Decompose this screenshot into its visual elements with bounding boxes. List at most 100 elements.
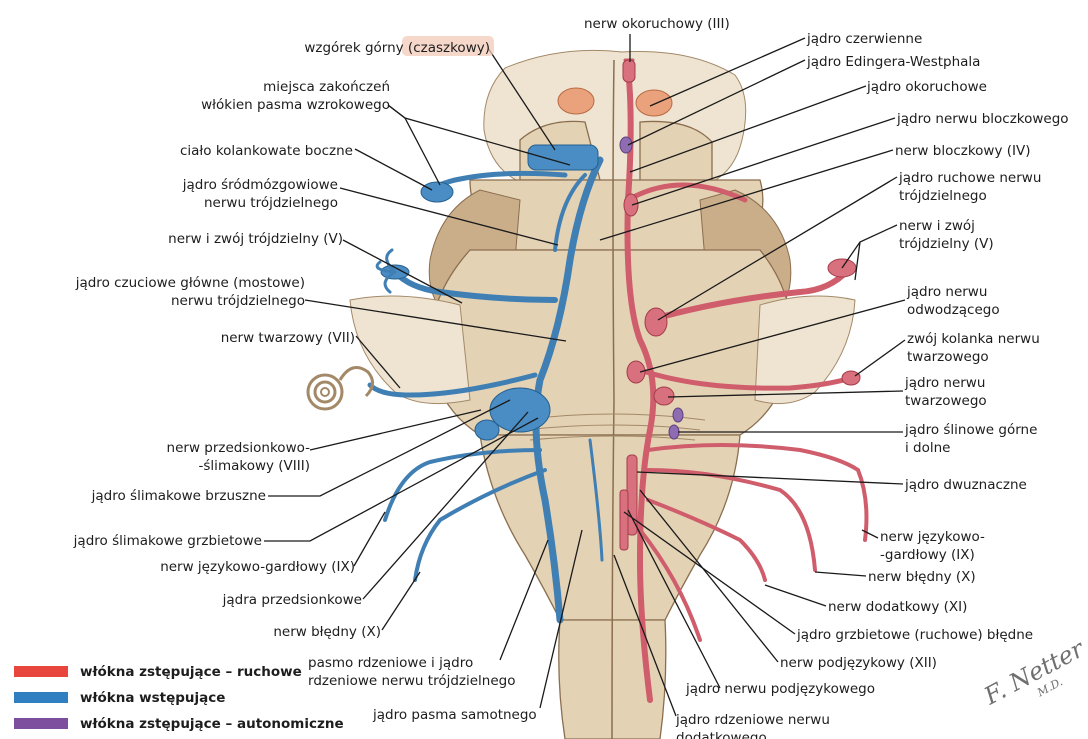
oculomotor-nerve-stump: [622, 59, 636, 83]
facial-nerve-path: [637, 367, 861, 391]
label-jadro-pasma-samotnego: jądro pasma samotnego: [372, 707, 537, 723]
leader-nerw-twarzowy: [355, 335, 401, 389]
label-nerw-zwoj-trojdzielny-l-line-1: nerw i zwój trójdzielny (V): [168, 231, 343, 247]
label-jadro-bloczkowego: jądro nerwu bloczkowego: [896, 111, 1069, 127]
label-nerw-dodatkowy-line-1: nerw dodatkowy (XI): [828, 599, 967, 615]
ventral-cochlear-nucleus: [474, 419, 500, 441]
label-jadro-nerwu-podjezykowego-line-1: jądro nerwu podjęzykowego: [685, 681, 875, 697]
label-jadro-nerwu-podjezykowego: jądro nerwu podjęzykowego: [685, 681, 875, 697]
label-jadro-grzbietowe-bledne: jądro grzbietowe (ruchowe) błędne: [796, 627, 1033, 643]
label-zwoj-kolanka-line-1: zwój kolanka nerwu: [907, 331, 1040, 347]
label-jadro-slimakowe-grzbietowe-line-1: jądro ślimakowe grzbietowe: [73, 533, 262, 549]
accessory-path: [646, 498, 767, 582]
facial-motor-nucleus: [653, 386, 675, 406]
legend-sensory-label: włókna wstępujące: [80, 690, 225, 706]
label-jadro-pasma-samotnego-line-1: jądro pasma samotnego: [372, 707, 537, 723]
label-jadro-slimakowe-grzbietowe: jądro ślimakowe grzbietowe: [73, 533, 262, 549]
label-nerw-jezykowo-r: nerw językowo- -gardłowy (IX): [880, 529, 985, 563]
label-nerw-bledny-l: nerw błędny (X): [273, 624, 381, 640]
vagus-path: [646, 468, 817, 572]
label-jadro-slinowe-line-2: i dolne: [905, 440, 950, 456]
label-jadro-edingera-line-1: jądro Edingera-Westphala: [806, 54, 980, 70]
label-cialo-kolankowate-line-1: ciało kolankowate boczne: [180, 143, 353, 159]
vestibular-nuclei: [489, 387, 551, 433]
leader-wzgorek-gorny: [487, 47, 556, 151]
label-nerw-bledny-r-line-1: nerw błędny (X): [868, 569, 976, 585]
medulla: [479, 434, 741, 621]
solitary-tract: [588, 438, 604, 562]
cochlea-outer: [306, 373, 344, 411]
legend-sensory-swatch: [14, 692, 68, 703]
leader-jadro-okoruchowe: [629, 85, 867, 173]
label-highlight: [402, 36, 494, 56]
cochlea-middle: [313, 380, 337, 404]
left-cerebellar-peduncle: [349, 295, 471, 405]
label-nerw-jezykowo-l-line-1: nerw językowo-gardłowy (IX): [160, 559, 355, 575]
label-jadro-czerwienne-line-1: jądro czerwienne: [806, 31, 922, 47]
label-jadro-grzbietowe-bledne-line-1: jądro grzbietowe (ruchowe) błędne: [796, 627, 1033, 643]
label-nerw-podjezykowy-line-1: nerw podjęzykowy (XII): [780, 655, 937, 671]
label-pasmo-rdzeniowe: pasmo rdzeniowe i jądro rdzeniowe nerwu t…: [308, 655, 516, 689]
label-jadro-twarzowego-line-2: twarzowego: [905, 393, 987, 409]
leader-pasmo-rdzeniowe: [499, 539, 549, 661]
abducens-nucleus: [626, 360, 646, 384]
legend-motor-swatch: [14, 666, 68, 677]
trochlear-nucleus: [623, 193, 639, 217]
edinger-westphal-nucleus: [619, 136, 633, 154]
leader-nerw-bledny-r: [814, 571, 867, 577]
label-nerw-dodatkowy: nerw dodatkowy (XI): [828, 599, 967, 615]
label-nerw-przedsionkowo-line-2: -ślimakowy (VIII): [199, 458, 310, 474]
label-cialo-kolankowate: ciało kolankowate boczne: [180, 143, 353, 159]
cochlea-inner: [320, 387, 330, 397]
leader-nerw-bledny-l: [381, 571, 421, 631]
leader-jadro-ruchowe-trojdzielnego: [657, 176, 898, 321]
leader-jadro-grzbietowe-bledne: [623, 511, 796, 635]
label-jadro-okoruchowe: jądro okoruchowe: [866, 79, 987, 95]
label-nerw-bloczkowy: nerw bloczkowy (IV): [895, 143, 1031, 159]
label-nerw-okoruchowy: nerw okoruchowy (III): [584, 16, 730, 32]
label-nerw-okoruchowy-line-1: nerw okoruchowy (III): [584, 16, 730, 32]
label-jadra-przedsionkowe: jądra przedsionkowe: [222, 592, 362, 608]
label-nerw-zwoj-trojdzielny-r-line-1: nerw i zwój: [899, 218, 975, 234]
motor-column: [624, 59, 657, 703]
geniculate-ganglion: [841, 370, 861, 386]
leader-lines: [264, 34, 906, 717]
leader-jadro-czuciowe: [304, 299, 567, 342]
glossopharyngeal-sensory: [383, 448, 542, 522]
leader-nerw-zwoj-trojdzielny-l: [342, 239, 463, 304]
leader-nerw-jezykowo-r: [861, 529, 879, 539]
leader-nerw-bloczkowy: [599, 149, 894, 241]
label-nerw-jezykowo-r-line-2: -gardłowy (IX): [880, 547, 975, 563]
label-pasmo-rdzeniowe-line-1: pasmo rdzeniowe i jądro: [308, 655, 473, 671]
salivatory-nucleus-inferior: [668, 424, 680, 440]
pons: [428, 249, 793, 436]
vagus-sensory: [413, 468, 547, 582]
leader-nerw-jezykowo-l: [353, 511, 386, 567]
right-cerebellar-peduncle: [754, 295, 856, 405]
dorsal-vagal-nucleus: [619, 489, 629, 551]
label-jadro-czerwienne: jądro czerwienne: [806, 31, 922, 47]
label-nerw-jezykowo-r-line-1: nerw językowo-: [880, 529, 985, 545]
trochlear-path: [625, 182, 748, 203]
label-jadro-czuciowe-line-2: nerwu trójdzielnego: [171, 293, 305, 309]
hypoglossal-path: [638, 528, 702, 642]
trigeminal-motor-root: [647, 267, 851, 323]
label-jadro-twarzowego-line-1: jądro nerwu: [904, 375, 985, 391]
label-jadro-rdzeniowe-dodatkowego-line-1: jądro rdzeniowe nerwu: [675, 712, 830, 728]
leader-jadro-edingera: [627, 59, 806, 146]
label-jadro-srodmozgowiowe-line-1: jądro śródmózgowiowe: [182, 177, 338, 193]
label-jadro-slimakowe-brzuszne-line-1: jądro ślimakowe brzuszne: [91, 488, 266, 504]
leader-jadro-dwuznaczne: [636, 471, 904, 485]
leader-miejsca-zakonczen-b: [387, 104, 571, 166]
mesencephalic-tract: [553, 173, 587, 252]
label-jadro-slimakowe-brzuszne: jądro ślimakowe brzuszne: [91, 488, 266, 504]
label-pasmo-rdzeniowe-line-2: rdzeniowe nerwu trójdzielnego: [308, 673, 516, 689]
label-jadro-odwodzacego-line-2: odwodzącego: [907, 302, 1000, 318]
leader-jadro-slimakowe-brzuszne: [268, 399, 511, 497]
salivatory-nucleus-superior: [672, 407, 684, 423]
leader-nerw-dodatkowy: [764, 584, 827, 607]
